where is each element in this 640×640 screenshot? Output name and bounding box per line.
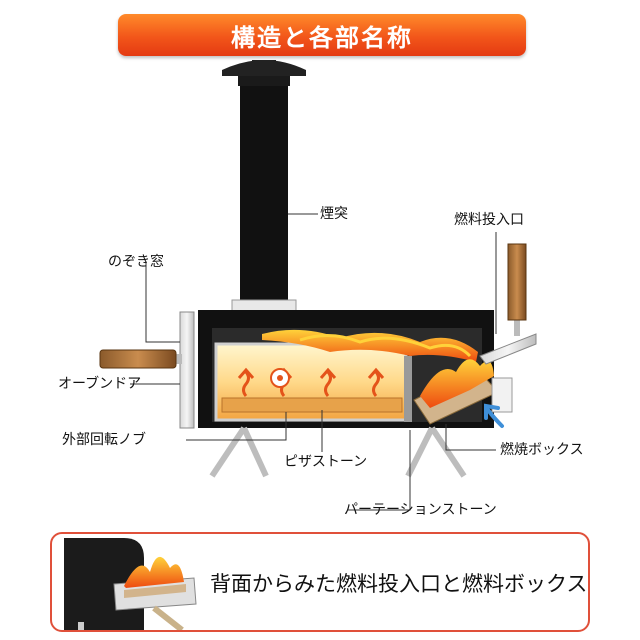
rear-view-caption-box: 背面からみた燃料投入口と燃料ボックス (50, 532, 590, 632)
label-peep-window: のぞき窓 (108, 254, 164, 270)
chimney-cap (222, 60, 306, 86)
fuel-inlet (479, 243, 537, 365)
legs (209, 426, 467, 478)
title-banner: 構造と各部名称 (118, 14, 526, 56)
partition-stone (404, 356, 412, 422)
fuel-inlet-handle (507, 243, 527, 321)
label-outer-rotation-knob: 外部回転ノブ (62, 432, 146, 448)
pizza-stone-slab (221, 397, 403, 413)
chimney (240, 86, 288, 306)
flames (262, 329, 478, 362)
label-chimney: 煙突 (320, 206, 348, 222)
door-handle (99, 349, 182, 369)
label-fuel-inlet: 燃料投入口 (454, 212, 524, 228)
airflow-arrow-icon (484, 403, 504, 428)
oven-diagram (99, 60, 537, 511)
thermometer-gauge-icon (270, 368, 290, 388)
oven-door (179, 311, 195, 429)
label-oven-door: オーブンドア (58, 376, 142, 392)
bottom-caption: 背面からみた燃料投入口と燃料ボックス (210, 572, 588, 596)
label-pizza-stone: ピザストーン (284, 454, 368, 470)
rear-view-illustration (64, 538, 197, 630)
label-fuel-box: 燃焼ボックス (500, 442, 584, 458)
fuel-box (413, 359, 513, 425)
label-partition-stone: パーテーションストーン (344, 502, 497, 518)
leader-lines (130, 213, 497, 511)
page-title: 構造と各部名称 (231, 23, 413, 52)
